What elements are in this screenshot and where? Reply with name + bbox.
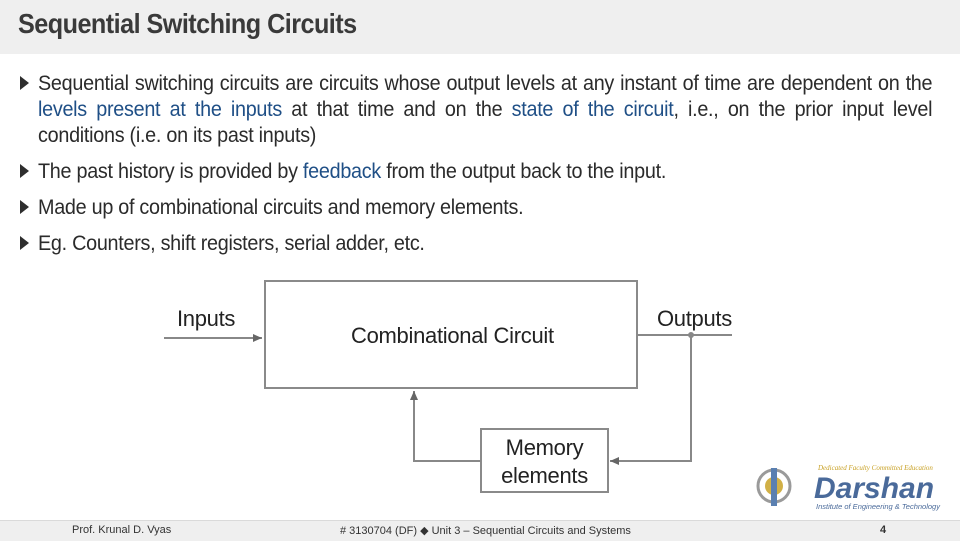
bullet-segment: Made up of combinational circuits and me…	[38, 195, 524, 219]
inputs-label: Inputs	[177, 306, 236, 331]
slide-header: Sequential Switching Circuits	[0, 0, 960, 54]
memory-feedback-line	[410, 391, 481, 462]
slide-footer: Prof. Krunal D. Vyas # 3130704 (DF) ◆ Un…	[0, 520, 960, 541]
bullet-segment: from the output back to the input.	[381, 159, 667, 183]
bullet-item: Made up of combinational circuits and me…	[18, 194, 938, 220]
highlighted-text: levels present at the inputs	[38, 97, 282, 121]
bullet-segment: , i.e., on the prior input level conditi…	[38, 97, 933, 147]
bullet-segment: The past history is provided by	[38, 159, 303, 183]
bullet-text: Eg. Counters, shift registers, serial ad…	[38, 230, 932, 256]
footer-course: # 3130704 (DF) ◆ Unit 3 – Sequential Cir…	[340, 525, 631, 537]
bullet-item: Sequential switching circuits are circui…	[18, 70, 938, 148]
memory-elements-label: Memory elements	[481, 434, 608, 490]
output-junction	[688, 332, 694, 338]
bullet-text: The past history is provided by feedback…	[38, 158, 932, 184]
bullet-segment: at that time and on the	[281, 97, 512, 121]
bullet-list: Sequential switching circuits are circui…	[18, 70, 938, 266]
bullet-segment: Eg. Counters, shift registers, serial ad…	[38, 231, 425, 255]
footer-author: Prof. Krunal D. Vyas	[72, 524, 172, 536]
bullet-arrow-icon	[20, 164, 29, 178]
memory-label-line1: Memory	[505, 435, 584, 460]
output-to-memory-line	[610, 335, 692, 465]
highlighted-text: feedback	[302, 159, 382, 183]
memory-label-line2: elements	[501, 463, 588, 488]
bullet-text: Sequential switching circuits are circui…	[38, 70, 933, 148]
darshan-logo: Dedicated Faculty Committed Education Da…	[756, 464, 941, 511]
logo-tagline: Dedicated Faculty Committed Education	[817, 464, 933, 472]
combinational-circuit-label: Combinational Circuit	[351, 323, 554, 348]
bullet-arrow-icon	[20, 76, 29, 90]
bullet-segment: Sequential switching circuits are circui…	[38, 71, 933, 95]
bullet-item: The past history is provided by feedback…	[18, 158, 938, 184]
bullet-item: Eg. Counters, shift registers, serial ad…	[18, 230, 938, 256]
logo-name: Darshan	[814, 472, 934, 505]
outputs-label: Outputs	[657, 306, 732, 331]
bullet-arrow-icon	[20, 236, 29, 250]
slide-title: Sequential Switching Circuits	[18, 8, 357, 39]
bullet-arrow-icon	[20, 200, 29, 214]
highlighted-text: state of the circuit	[511, 97, 674, 121]
logo-subtitle: Institute of Engineering & Technology	[816, 502, 941, 511]
bullet-text: Made up of combinational circuits and me…	[38, 194, 932, 220]
footer-page-number: 4	[880, 524, 887, 536]
